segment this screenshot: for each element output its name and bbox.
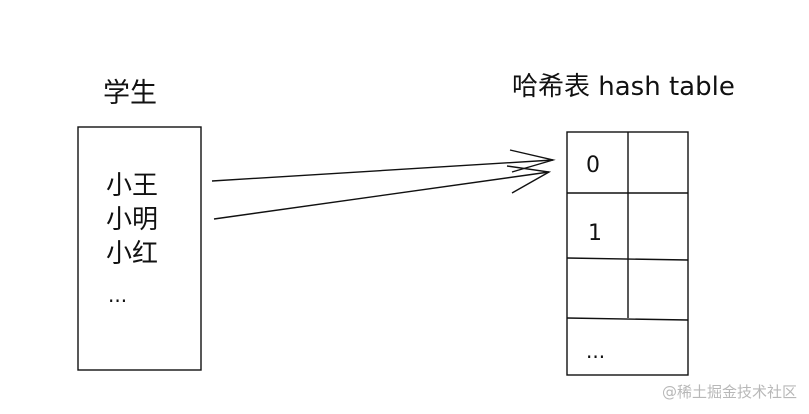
student-item-ellipsis: ... <box>108 283 127 307</box>
hash-table <box>566 131 689 376</box>
student-title: 学生 <box>103 78 157 109</box>
arrow-to-bucket-0 <box>211 149 556 182</box>
hash-table-title: 哈希表 hash table <box>512 72 735 102</box>
hash-index-1: 1 <box>588 221 602 246</box>
student-item: 小王 <box>106 171 158 201</box>
student-box <box>77 126 202 371</box>
student-item: 小明 <box>106 205 158 235</box>
watermark: @稀土掘金技术社区 <box>661 383 797 401</box>
student-item: 小红 <box>106 239 158 269</box>
arrow-to-bucket-0-second <box>213 165 552 220</box>
hash-index-0: 0 <box>586 153 600 178</box>
hash-index-ellipsis: ... <box>586 339 605 363</box>
